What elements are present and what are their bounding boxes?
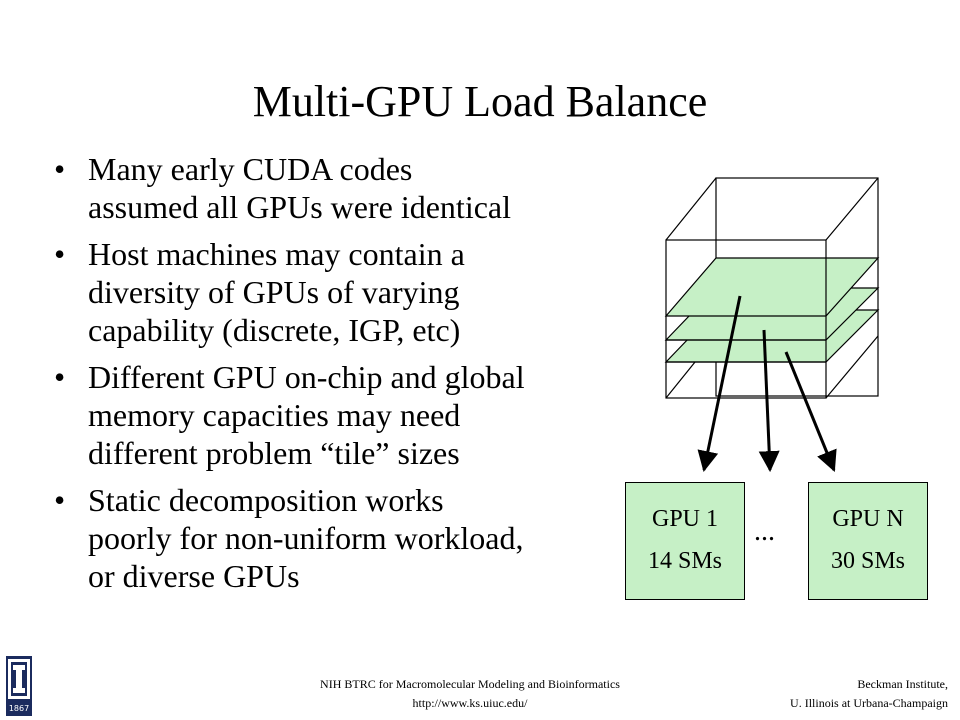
assignment-arrows bbox=[697, 295, 837, 473]
footer-center: NIH BTRC for Macromolecular Modeling and… bbox=[300, 675, 640, 713]
bullet-line: Host machines may contain a bbox=[88, 236, 465, 272]
bullet-list: • Many early CUDA codes assumed all GPUs… bbox=[46, 150, 606, 604]
arrow-to-middle bbox=[758, 329, 780, 473]
bullet-item: • Many early CUDA codes assumed all GPUs… bbox=[46, 150, 606, 226]
university-logo-icon: 1867 bbox=[6, 656, 32, 716]
gpu-name: GPU N bbox=[832, 506, 904, 532]
bullet-line: Different GPU on-chip and global bbox=[88, 359, 525, 395]
cube-edge bbox=[825, 177, 879, 241]
slide-title: Multi-GPU Load Balance bbox=[252, 77, 708, 126]
cube-front bbox=[665, 239, 827, 399]
bullet-line: poorly for non-uniform workload, bbox=[88, 520, 524, 556]
footer-url[interactable]: http://www.ks.uiuc.edu/ bbox=[412, 696, 528, 710]
footer-right: Beckman Institute, U. Illinois at Urbana… bbox=[790, 675, 948, 713]
bullet-line: or diverse GPUs bbox=[88, 558, 300, 594]
bullet-dot-icon: • bbox=[54, 359, 66, 395]
bullet-line: Static decomposition works bbox=[88, 482, 444, 518]
bullet-dot-icon: • bbox=[54, 482, 66, 518]
bullet-line: Many early CUDA codes bbox=[88, 151, 413, 187]
logo-year: 1867 bbox=[9, 704, 29, 713]
bullet-dot-icon: • bbox=[54, 151, 66, 187]
tile-slice bbox=[664, 257, 880, 317]
bullet-line: capability (discrete, IGP, etc) bbox=[88, 312, 461, 348]
cube-front-face bbox=[665, 239, 827, 399]
bullet-dot-icon: • bbox=[54, 236, 66, 272]
arrow-to-gpu1 bbox=[697, 295, 742, 473]
tile-slices bbox=[664, 257, 880, 363]
footer-university: U. Illinois at Urbana-Champaign bbox=[790, 696, 948, 710]
bullet-line: memory capacities may need bbox=[88, 397, 461, 433]
gpu-name: GPU 1 bbox=[651, 506, 718, 532]
gpu-box-n: GPU N 30 SMs bbox=[808, 482, 928, 600]
cube-edge bbox=[665, 177, 717, 241]
gpu-sm-count: 30 SMs bbox=[830, 548, 906, 574]
bullet-line: assumed all GPUs were identical bbox=[88, 189, 511, 225]
gpu-ellipsis: ... bbox=[754, 516, 775, 547]
bullet-item: • Different GPU on-chip and global memor… bbox=[46, 358, 606, 472]
footer-institute: Beckman Institute, bbox=[857, 677, 948, 691]
gpu-box-1: GPU 1 14 SMs bbox=[625, 482, 745, 600]
cube-edge bbox=[825, 335, 879, 399]
gpu-sm-count: 14 SMs bbox=[647, 548, 723, 574]
footer-org: NIH BTRC for Macromolecular Modeling and… bbox=[320, 677, 620, 691]
bullet-line: diversity of GPUs of varying bbox=[88, 274, 460, 310]
bullet-item: • Host machines may contain a diversity … bbox=[46, 235, 606, 349]
bullet-item: • Static decomposition works poorly for … bbox=[46, 481, 606, 595]
arrow-to-gpun bbox=[784, 351, 837, 472]
bullet-line: different problem “tile” sizes bbox=[88, 435, 460, 471]
